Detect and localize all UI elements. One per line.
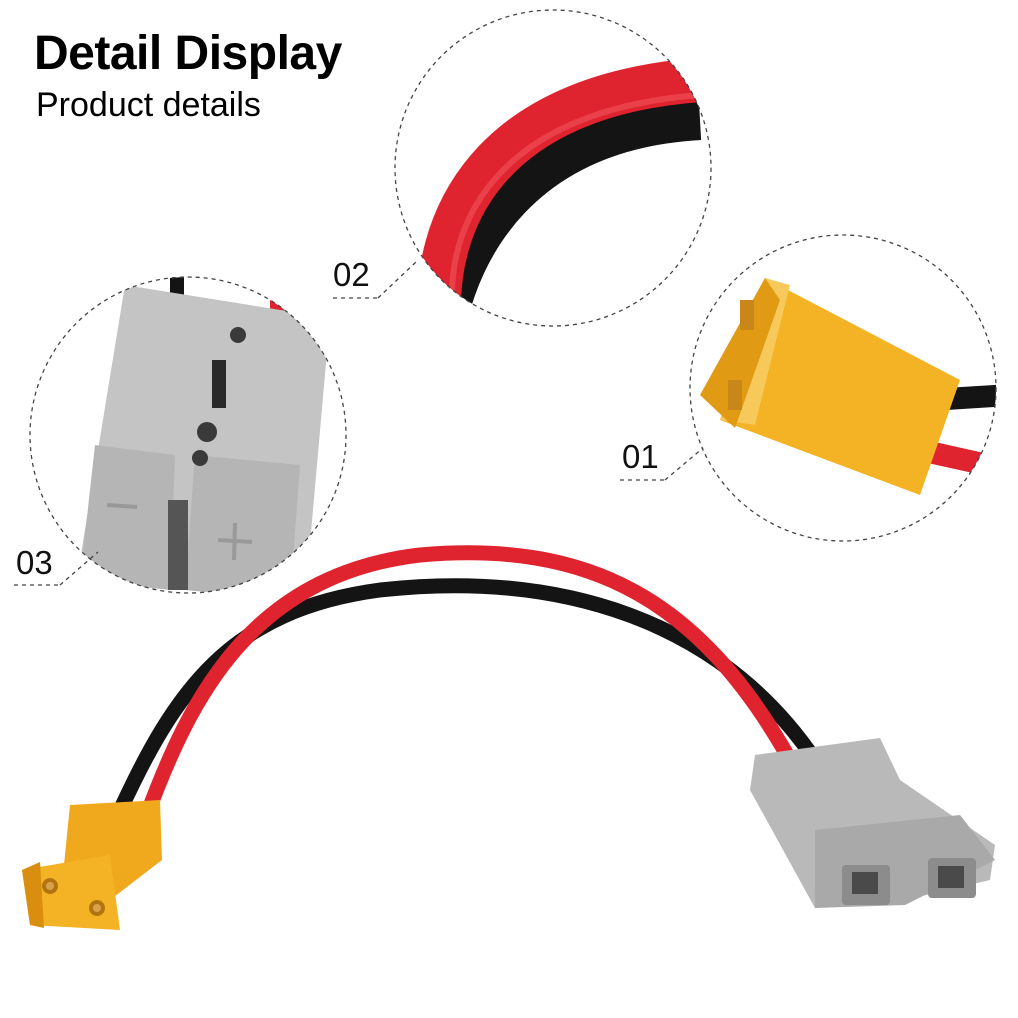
page-title: Detail Display (34, 27, 342, 80)
callout-02-label: 02 (333, 256, 370, 293)
callout-02-circle (394, 9, 712, 327)
callout-01-circle (689, 234, 997, 542)
anderson-connector (750, 738, 995, 908)
callout-01-label: 01 (622, 438, 659, 475)
callout-03-circle (29, 276, 347, 594)
xt90-connector (22, 800, 162, 930)
black-wire (110, 578, 823, 823)
main-cable-assembly (22, 545, 995, 930)
page-subtitle: Product details (36, 86, 261, 124)
red-wire (140, 545, 798, 820)
callout-03-label: 03 (16, 544, 53, 581)
